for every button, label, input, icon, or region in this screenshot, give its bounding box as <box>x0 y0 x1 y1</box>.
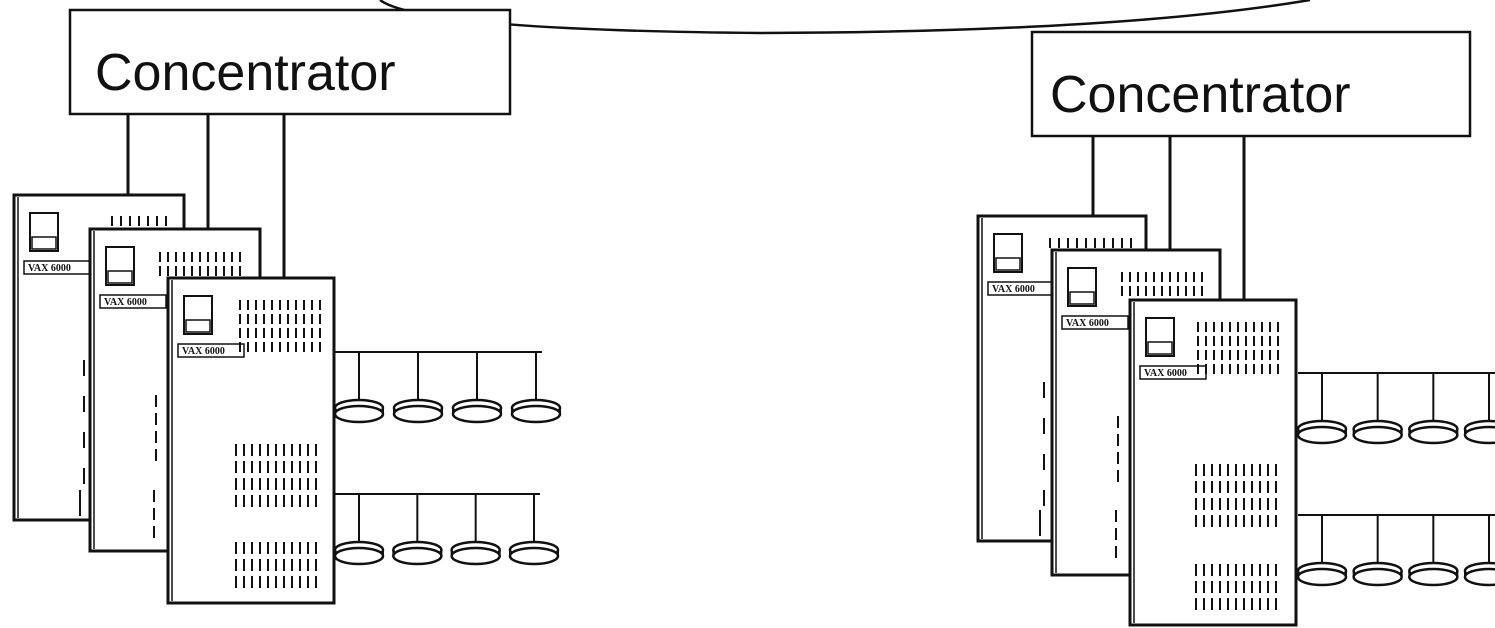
disk-drive <box>1463 561 1495 587</box>
concentrator-right: Concentrator <box>1030 30 1472 138</box>
disk-string <box>1296 372 1495 445</box>
disk-drive <box>1408 561 1459 587</box>
disk-drive <box>450 540 501 566</box>
cabinet-label: VAX 6000 <box>104 297 147 308</box>
disk-drive <box>1296 561 1348 587</box>
fddi-ring-arc <box>379 0 1311 35</box>
cabinet-label: VAX 6000 <box>28 263 71 274</box>
vent-grille <box>159 252 241 276</box>
label-plate <box>177 343 245 358</box>
disk-drive <box>1296 419 1348 445</box>
vent-grille <box>235 444 317 507</box>
disk-drive <box>392 540 443 566</box>
disk-drive <box>392 398 444 424</box>
disk-drive <box>1408 419 1459 445</box>
vent-grille <box>235 542 317 588</box>
disk-drive <box>333 540 385 566</box>
disk-drive <box>451 398 503 424</box>
cabinet-label: VAX 6000 <box>182 346 225 357</box>
concentrator-left: Concentrator <box>68 8 512 116</box>
cabinet-label: VAX 6000 <box>992 284 1035 295</box>
vent-grille <box>111 216 167 226</box>
disk-drive <box>510 398 562 424</box>
concentrator-left-label: Concentrator <box>95 44 396 102</box>
disk-drive <box>333 398 385 424</box>
vent-grille <box>1197 322 1279 374</box>
disk-drive <box>1352 419 1403 445</box>
concentrator-right-label: Concentrator <box>1050 66 1351 124</box>
cabinet-label: VAX 6000 <box>1144 368 1187 379</box>
disk-string <box>333 493 560 566</box>
vent-grille <box>1195 464 1277 527</box>
label-plate <box>1061 315 1129 330</box>
vax-cabinet: VAX 6000 <box>166 276 336 605</box>
disk-drive <box>1352 561 1403 587</box>
cabinet-label: VAX 6000 <box>1066 318 1109 329</box>
label-plate <box>99 294 167 309</box>
vax-cabinet: VAX 6000 <box>1128 298 1298 627</box>
vent-grille <box>1049 238 1132 248</box>
vent-grille <box>1121 272 1203 296</box>
vent-grille <box>239 300 321 352</box>
disk-drive <box>508 540 560 566</box>
disk-string <box>1296 514 1495 587</box>
disk-drive <box>1463 419 1495 445</box>
disk-string <box>333 351 562 424</box>
vent-grille <box>1195 564 1277 610</box>
